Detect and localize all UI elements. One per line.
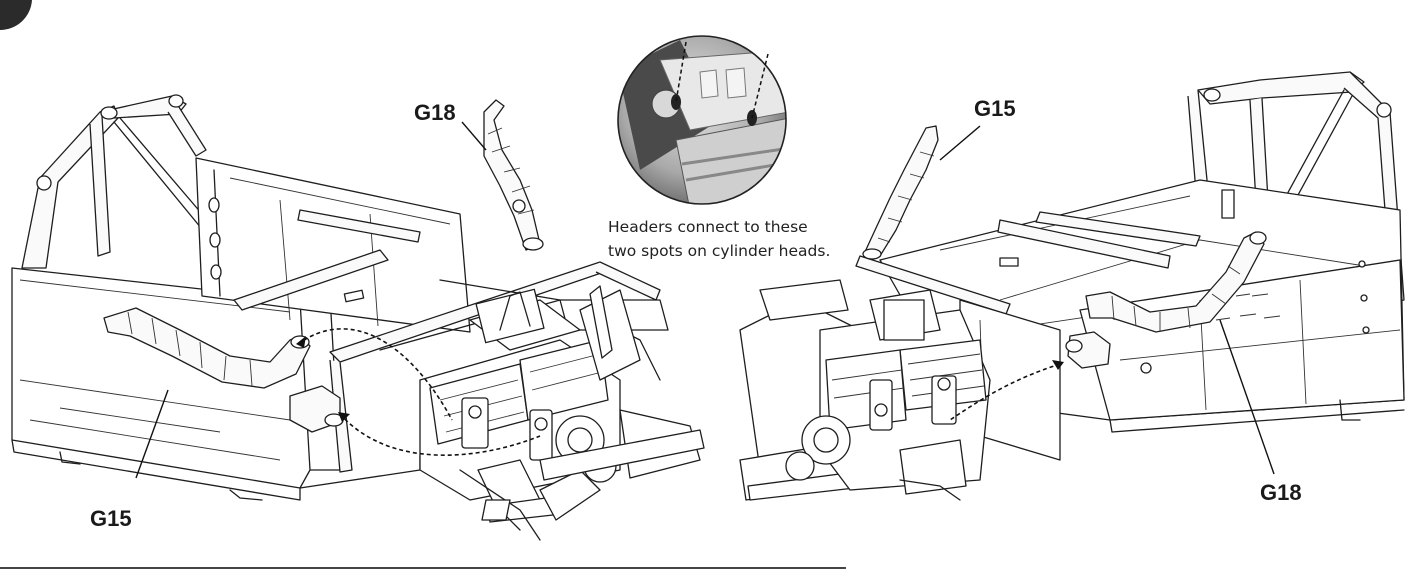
- left-exhaust-pipe-g15: [103, 307, 344, 433]
- cylinder-head-inset: [617, 35, 787, 205]
- right-engine: [785, 289, 991, 501]
- right-chassis-view: [739, 71, 1405, 501]
- inset-caption-line-2: two spots on cylinder heads.: [608, 242, 830, 260]
- step-badge: [0, 0, 32, 31]
- right-exhaust-pipe-g18: [1065, 231, 1267, 369]
- inset-caption-line-1: Headers connect to these: [608, 218, 808, 236]
- label-left-g18: G18: [414, 100, 456, 125]
- label-right-g15: G15: [974, 96, 1016, 121]
- right-header-g15: [862, 125, 939, 260]
- label-right-g18: G18: [1260, 480, 1302, 505]
- label-left-g15: G15: [90, 506, 132, 531]
- left-chassis-view: [11, 94, 705, 541]
- left-header-g18: [483, 99, 544, 251]
